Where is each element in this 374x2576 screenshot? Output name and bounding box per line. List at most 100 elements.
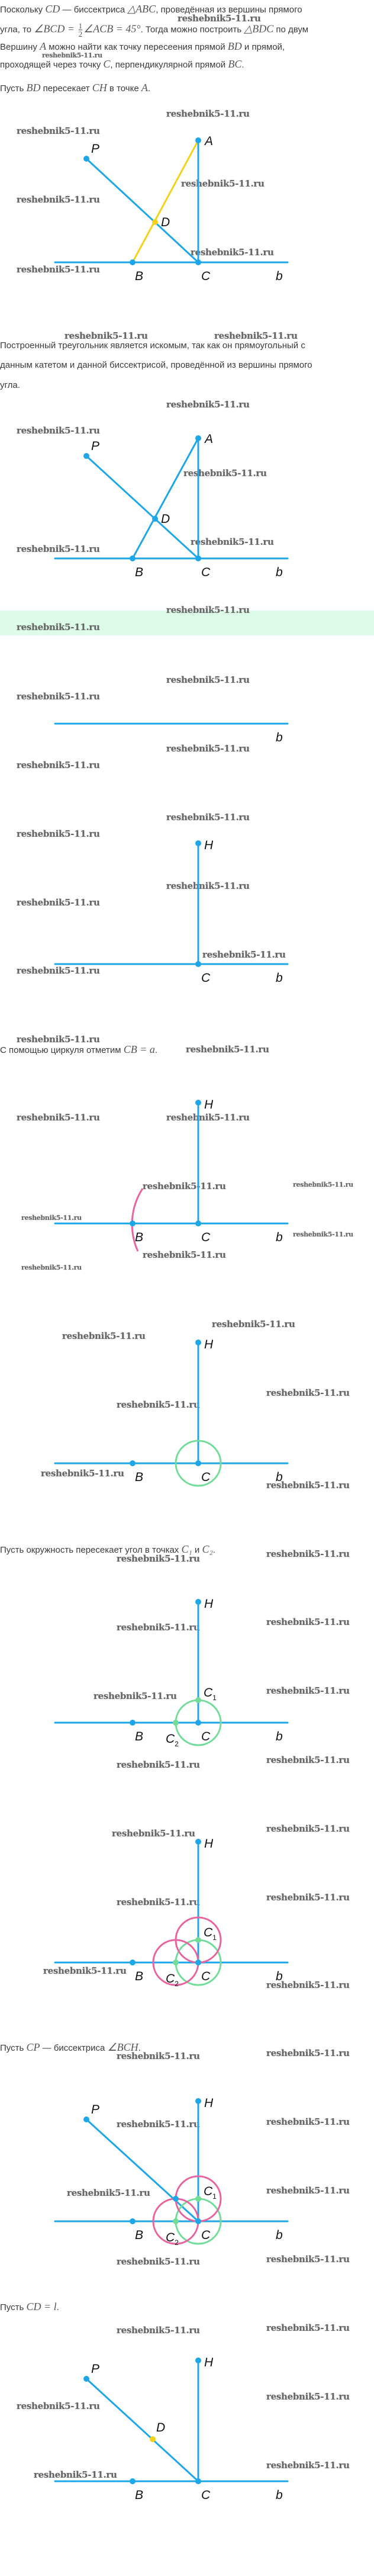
watermark: reshebnik5-11.ru: [17, 1034, 100, 1045]
point-b: [130, 1460, 136, 1466]
label-main: C: [166, 1972, 175, 1986]
watermark: reshebnik5-11.ru: [117, 2051, 200, 2061]
point-label-b: B: [135, 2228, 143, 2242]
bisector-cp: [85, 2378, 199, 2482]
point-c: [195, 555, 201, 561]
point-b: [130, 259, 136, 265]
point-c: [195, 1220, 201, 1226]
watermark: reshebnik5-11.ru: [62, 1331, 146, 1341]
point-d: [150, 2436, 156, 2442]
watermark: reshebnik5-11.ru: [17, 544, 100, 554]
point-label-b: B: [135, 1231, 143, 1244]
text-segment: Построенный треугольник является искомым…: [0, 341, 305, 351]
watermark: reshebnik5-11.ru: [117, 1897, 200, 1907]
paragraph-4-line-0: Пусть окружность пересекает угол в точка…: [0, 1543, 215, 1556]
watermark: reshebnik5-11.ru: [17, 691, 100, 702]
point-label-c2: C2: [166, 1732, 179, 1748]
text-segment: угла, то: [0, 24, 34, 35]
label-subscript: 2: [175, 2238, 179, 2247]
circle-center-c: [175, 1440, 222, 1487]
label-main: C: [204, 1926, 213, 1939]
point-label-c2: C2: [166, 1972, 179, 1988]
text-segment: Пусть окружность пересекает угол в точка…: [0, 1545, 182, 1555]
point-label-c: C: [201, 971, 211, 985]
math-expression: C₂: [202, 1543, 213, 1555]
text-segment: .: [241, 60, 244, 70]
point-label-a: A: [204, 432, 213, 446]
point-label-c1: C1: [204, 1686, 217, 1702]
point-c: [195, 961, 201, 967]
watermark: reshebnik5-11.ru: [117, 2119, 200, 2129]
watermark: reshebnik5-11.ru: [117, 2325, 200, 2336]
text-segment: . Тогда можно построить: [140, 24, 244, 35]
paragraph-1-line-0: Пусть BD пересекает CH в точке A.: [0, 82, 150, 95]
math-expression: A: [141, 82, 148, 94]
point-label-b: B: [135, 1970, 143, 1983]
point-b: [130, 1960, 136, 1965]
math-expression: CD: [45, 3, 60, 15]
watermark: reshebnik5-11.ru: [266, 2391, 350, 2402]
point-c: [195, 1460, 201, 1466]
text-segment: Пусть: [0, 2043, 27, 2053]
point-d: [152, 516, 158, 522]
point-b: [130, 2218, 136, 2224]
point-b: [130, 1220, 136, 1226]
watermark: reshebnik5-11.ru: [166, 605, 250, 615]
point-label-b: b: [276, 2228, 283, 2242]
watermark: reshebnik5-11.ru: [117, 1553, 200, 1564]
text-segment: — биссектриса: [40, 2043, 108, 2053]
point-label-b: B: [135, 1730, 143, 1743]
watermark: reshebnik5-11.ru: [214, 330, 298, 341]
point-c: [195, 2478, 201, 2484]
label-subscript: 2: [175, 1740, 179, 1748]
point-p: [83, 2116, 89, 2122]
text-segment: можно найти как точку пересеения прямой: [46, 42, 228, 52]
segment-ba: [131, 139, 199, 264]
watermark: reshebnik5-11.ru: [293, 1231, 353, 1238]
math-expression: C: [103, 58, 111, 70]
point-label-h: H: [204, 1098, 214, 1112]
watermark: reshebnik5-11.ru: [191, 247, 274, 258]
text-segment: С помощью циркуля отметим: [0, 1045, 124, 1055]
paragraph-2-line-2: угла.: [0, 380, 20, 391]
math-expression: CH: [92, 82, 107, 94]
math-expression: BC: [228, 58, 242, 70]
ray-cp: [85, 455, 199, 560]
math-expression: CD = l: [26, 2301, 57, 2312]
watermark: reshebnik5-11.ru: [17, 194, 100, 205]
point-label-c: C: [201, 1231, 211, 1244]
label-subscript: 1: [212, 2192, 217, 2201]
watermark: reshebnik5-11.ru: [43, 1965, 127, 1976]
point-label-b: b: [276, 1730, 283, 1743]
watermark: reshebnik5-11.ru: [117, 2256, 200, 2267]
watermark: reshebnik5-11.ru: [166, 1112, 250, 1123]
point-label-h: H: [204, 1338, 214, 1351]
watermark: reshebnik5-11.ru: [181, 178, 265, 189]
text-segment: пересекает: [40, 83, 92, 94]
text-segment: , перпендикулярной прямой: [110, 60, 228, 70]
point-p: [83, 2376, 89, 2382]
text-segment: , проведённая из вершины прямого: [156, 5, 302, 15]
label-main: C: [166, 1732, 175, 1746]
math-expression: ∠BCH: [107, 2041, 138, 2053]
watermark: reshebnik5-11.ru: [17, 828, 100, 839]
point-label-c1: C1: [204, 2185, 217, 2201]
point-b: [130, 1720, 136, 1726]
text-segment: Поскольку: [0, 5, 46, 15]
watermark: reshebnik5-11.ru: [17, 425, 100, 436]
watermark: reshebnik5-11.ru: [21, 1264, 82, 1271]
point-label-b: B: [135, 1470, 143, 1484]
point-label-b: b: [276, 2488, 283, 2502]
point-c: [195, 2218, 201, 2224]
text-segment: .: [147, 83, 151, 94]
watermark: reshebnik5-11.ru: [202, 949, 286, 960]
watermark: reshebnik5-11.ru: [166, 743, 250, 754]
point-label-p: P: [91, 2362, 99, 2376]
paragraph-2-line-0: Построенный треугольник является искомым…: [0, 340, 305, 352]
paragraph-6-line-0: Пусть CD = l.: [0, 2301, 59, 2314]
watermark: reshebnik5-11.ru: [166, 108, 250, 119]
point-b: [130, 555, 136, 561]
watermark: reshebnik5-11.ru: [17, 760, 100, 770]
label-main: C: [204, 2185, 213, 2198]
